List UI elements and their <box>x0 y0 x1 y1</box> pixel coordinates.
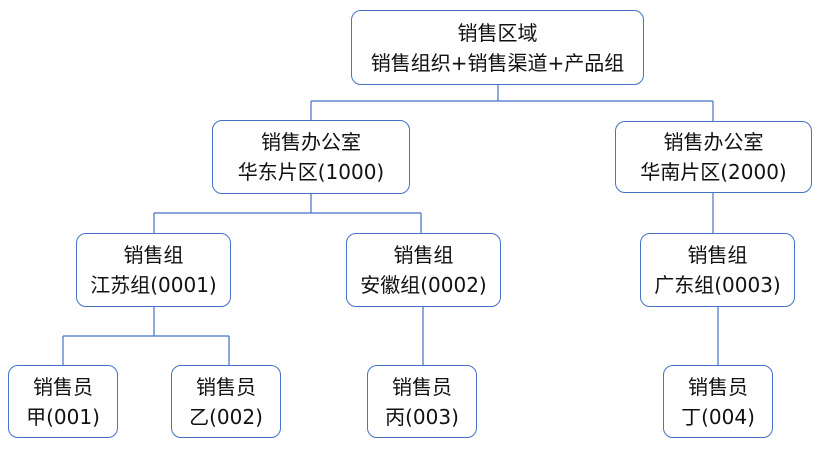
sales-group-node-jiangsu: 销售组 江苏组(0001) <box>76 233 231 307</box>
salesperson-name: 丁(004) <box>681 404 755 429</box>
salesperson-node-yi: 销售员 乙(002) <box>171 365 281 438</box>
salesperson-node-ding: 销售员 丁(004) <box>663 365 773 438</box>
sales-group-node-anhui: 销售组 安徽组(0002) <box>346 233 501 307</box>
sales-area-title: 销售区域 <box>457 20 538 45</box>
sales-group-label: 销售组 <box>687 243 748 267</box>
sales-group-name: 广东组(0003) <box>654 273 781 297</box>
sales-office-node-east: 销售办公室 华东片区(1000) <box>212 120 410 194</box>
sales-group-label: 销售组 <box>123 243 184 267</box>
sales-group-name: 安徽组(0002) <box>360 273 487 297</box>
sales-area-node: 销售区域 销售组织+销售渠道+产品组 <box>351 10 644 85</box>
sales-group-name: 江苏组(0001) <box>90 273 217 297</box>
sales-office-label: 销售办公室 <box>663 130 764 154</box>
salesperson-node-jia: 销售员 甲(001) <box>8 365 118 438</box>
salesperson-label: 销售员 <box>196 374 256 399</box>
sales-area-formula: 销售组织+销售渠道+产品组 <box>370 50 625 75</box>
salesperson-label: 销售员 <box>688 374 748 399</box>
salesperson-label: 销售员 <box>33 374 93 399</box>
sales-office-name: 华东片区(1000) <box>237 160 385 184</box>
salesperson-name: 乙(002) <box>189 404 263 429</box>
sales-office-name: 华南片区(2000) <box>640 160 787 184</box>
salesperson-name: 丙(003) <box>385 404 459 429</box>
salesperson-node-bing: 销售员 丙(003) <box>367 365 477 438</box>
salesperson-name: 甲(001) <box>26 404 100 429</box>
sales-group-label: 销售组 <box>393 243 454 267</box>
salesperson-label: 销售员 <box>392 374 452 399</box>
sales-group-node-guangdong: 销售组 广东组(0003) <box>640 233 795 307</box>
sales-office-node-south: 销售办公室 华南片区(2000) <box>615 121 812 193</box>
sales-office-label: 销售办公室 <box>261 130 361 154</box>
